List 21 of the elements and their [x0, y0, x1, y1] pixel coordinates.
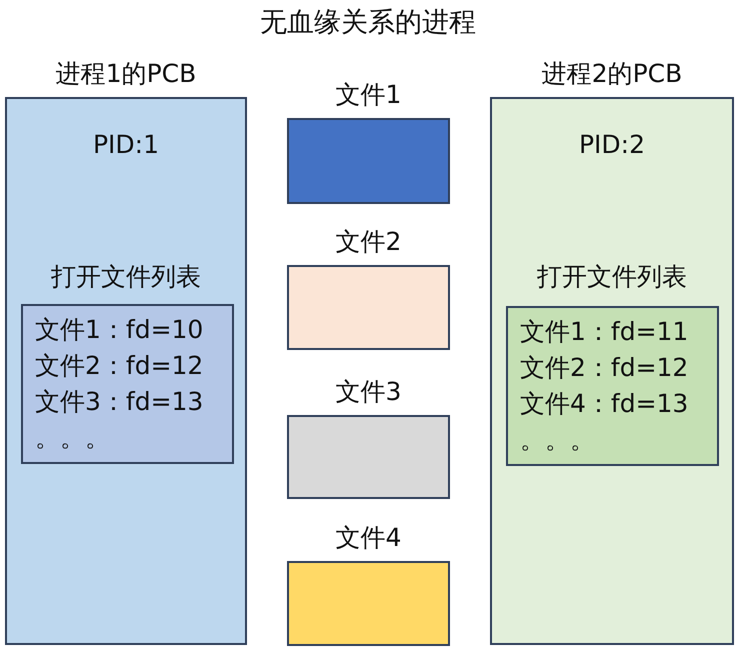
open-file-list [506, 306, 719, 466]
file-heading: 文件2 [334, 226, 402, 258]
file-heading: 文件4 [334, 522, 402, 554]
process-id: PID:1 [92, 129, 160, 161]
list-entry: 文件3：fd=13 [35, 386, 204, 418]
list-heading: 打开文件列表 [50, 261, 202, 293]
diagram-title: 无血缘关系的进程 [259, 6, 477, 40]
list-entry: 。。。 [520, 424, 595, 456]
open-file-list [21, 304, 234, 464]
list-heading: 打开文件列表 [536, 261, 688, 293]
pcb-heading: 进程1的PCB [54, 58, 198, 90]
list-entry: 。。。 [35, 422, 110, 454]
pcb-heading: 进程2的PCB [540, 58, 684, 90]
process-id: PID:2 [578, 129, 646, 161]
list-entry: 文件2：fd=12 [520, 352, 688, 384]
list-entry: 文件2：fd=12 [35, 350, 204, 382]
list-entry: 文件1：fd=10 [35, 314, 204, 346]
list-entry: 文件4：fd=13 [520, 388, 688, 420]
list-entry: 文件1：fd=11 [520, 316, 688, 348]
file-heading: 文件3 [334, 376, 402, 408]
file-heading: 文件1 [334, 79, 402, 111]
